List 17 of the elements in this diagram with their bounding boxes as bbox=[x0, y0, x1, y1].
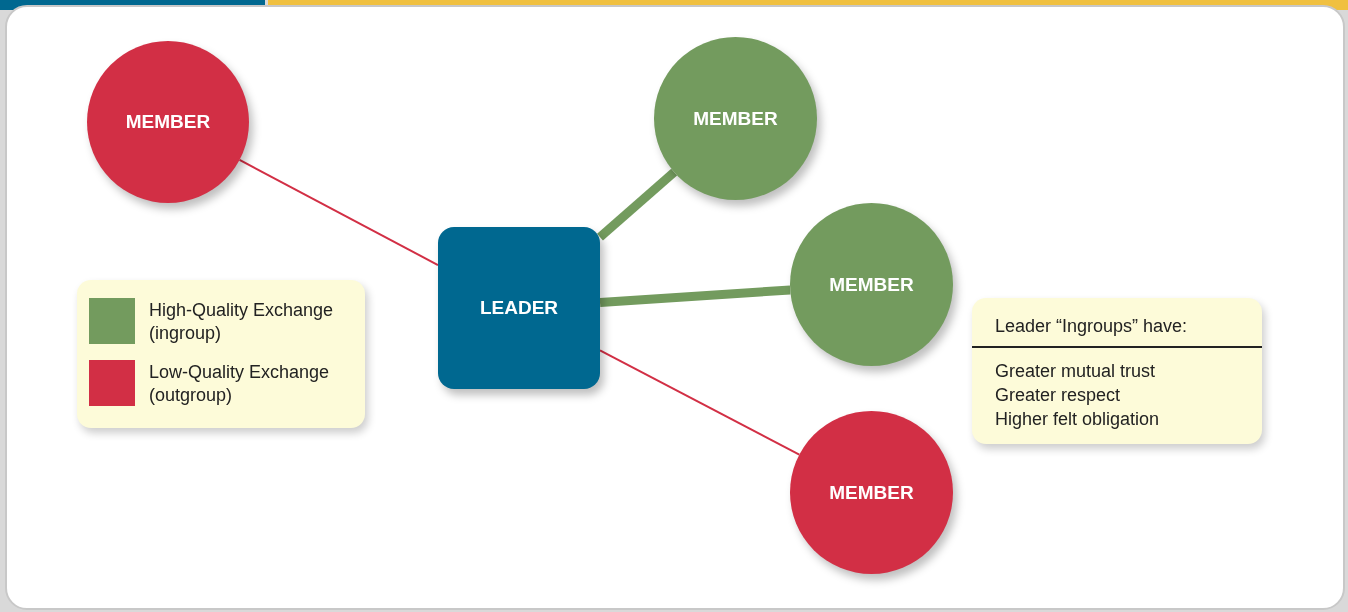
card-heading: Leader “Ingroups” have: bbox=[995, 315, 1189, 337]
node-label: MEMBER bbox=[829, 273, 914, 296]
connector-line bbox=[599, 285, 791, 308]
node-label: MEMBER bbox=[693, 107, 778, 130]
node-label: LEADER bbox=[479, 297, 559, 319]
connector-line bbox=[599, 349, 801, 456]
list-item: Higher felt obligation bbox=[995, 408, 1161, 430]
legend-label: High-Quality Exchange (ingroup) bbox=[149, 299, 335, 345]
legend-label: Low-Quality Exchange (outgroup) bbox=[149, 361, 331, 407]
list-item: Greater mutual trust bbox=[995, 360, 1157, 382]
node-label: MEMBER bbox=[125, 111, 211, 133]
info-card bbox=[972, 298, 1262, 444]
list-item: Greater respect bbox=[995, 384, 1122, 406]
connector-line bbox=[597, 168, 678, 241]
leader-box bbox=[438, 227, 600, 389]
connector-line bbox=[238, 158, 439, 267]
node-label: MEMBER bbox=[829, 481, 914, 504]
